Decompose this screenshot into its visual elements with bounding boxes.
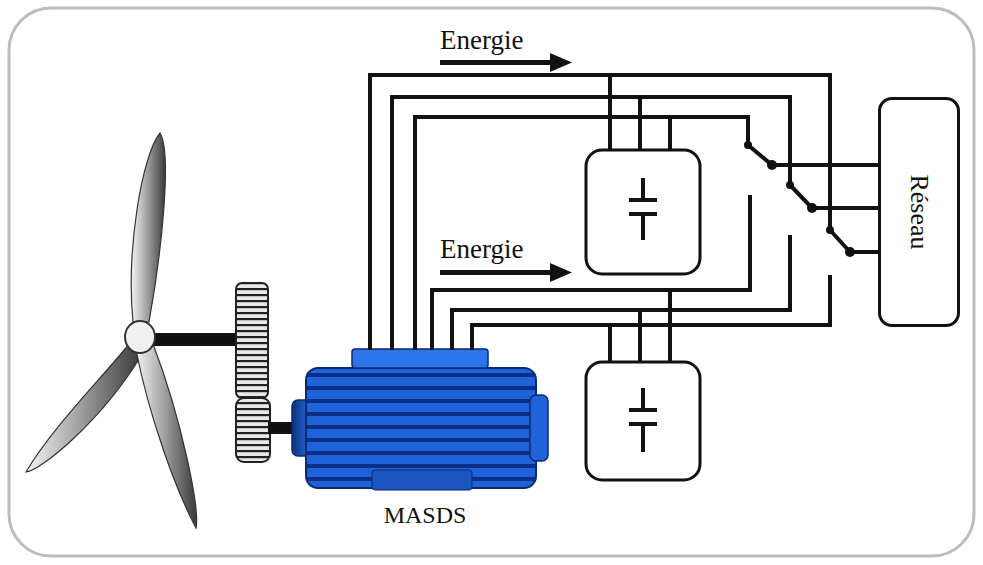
energy-label: Energie	[440, 27, 523, 54]
wind-turbine	[26, 133, 197, 528]
energy-arrow	[440, 53, 572, 72]
small-gear	[236, 398, 270, 462]
wiring	[370, 75, 880, 362]
frame	[9, 8, 974, 556]
power-converter	[586, 150, 700, 274]
grid-box: Réseau	[878, 97, 960, 327]
turbine-shaft	[148, 333, 240, 346]
switch-contacts	[744, 141, 855, 257]
generator-motor	[292, 349, 548, 490]
large-gear	[236, 283, 268, 398]
turbine-hub	[125, 321, 155, 353]
generator-label: MASDS	[384, 503, 467, 527]
energy-arrow	[440, 263, 572, 282]
power-converter	[586, 362, 700, 480]
energy-label: Energie	[440, 236, 523, 263]
node-text: Réseau	[904, 174, 934, 249]
